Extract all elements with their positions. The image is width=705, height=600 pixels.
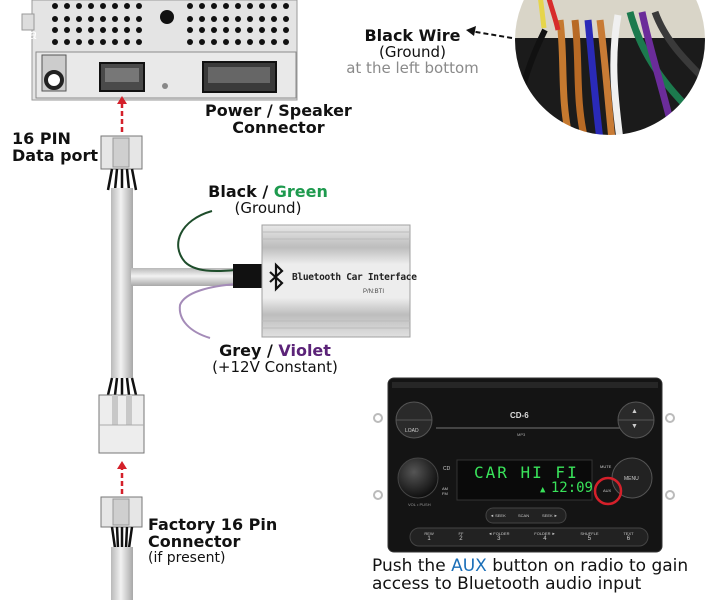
preset-number: 4 [543,536,547,542]
module-part-number: P/N:BTI [363,289,385,295]
preset-label: ◄ FOLDER [488,531,510,536]
radio-down-button[interactable]: ▼ [631,423,638,430]
data-port-label-line2: Data port [12,145,99,165]
antenna-port [44,70,64,90]
instruction-text: Push the AUX button on radio to gain acc… [372,556,689,594]
power-wire [178,283,238,339]
preset-number: 2 [459,536,463,542]
radio-amfm-button[interactable]: AM FM [442,486,448,496]
power-speaker-label-line2: Connector [232,117,325,137]
connect-arrow-bottom [117,461,127,502]
black-wire-note: at the left bottom [346,58,479,77]
radio-menu-button[interactable]: MENU [624,476,639,482]
harness-cable [111,188,133,378]
ground-wire [177,210,236,272]
radio-cd-button[interactable]: CD [443,466,451,472]
watermark: ya [22,26,37,42]
power-speaker-label: Power / Speaker Connector [205,101,352,137]
instruction-line2: access to Bluetooth audio input [372,573,642,594]
power-wire-label: Grey / Violet (+12V Constant) [200,341,350,376]
radio-lcd [456,459,593,501]
lcd-time: ▲ 12:09 [540,480,593,496]
radio-vol-label: VOL • PUSH [408,502,431,507]
preset-number: 1 [427,536,431,542]
ground-wire-title: Black / [208,182,274,201]
instruction-part-b: button on radio to gain [486,556,689,576]
black-wire-title: Black Wire [364,26,461,45]
preset-number: 3 [497,536,501,542]
lcd-line1: CAR HI FI [474,463,579,482]
bluetooth-module [261,224,411,338]
preset-number: 5 [587,536,592,542]
harness-branch [131,268,237,286]
data-port-label: 16 PIN Data port [12,129,99,165]
radio-cd-label: CD-6 [510,411,529,420]
radio-faceplate [373,377,675,553]
power-wire-color: Violet [278,341,331,360]
black-wire-label: Black Wire (Ground) at the left bottom [340,26,485,77]
preset-label: FF [458,531,464,536]
preset-label: REW [424,531,434,536]
factory-connector-line1: Factory 16 Pin [148,515,278,534]
head-unit-chassis [21,0,298,101]
instruction-aux: AUX [451,556,487,576]
black-wire-pointer [466,26,513,39]
ground-wire-sub: (Ground) [234,198,302,217]
vent-holes [52,3,289,45]
radio-brand: MP3 [517,432,526,437]
lcd-time-value: 12:09 [550,480,593,496]
factory-connector [100,496,143,600]
radio-up-button[interactable]: ▲ [631,408,638,415]
ground-wire-label: Black / Green (Ground) [208,182,328,217]
radio-seek-left-button[interactable]: ◄ SEEK [490,513,506,518]
volume-knob [397,457,439,499]
power-wire-sub: (+12V Constant) [212,357,338,376]
bluetooth-icon [269,262,284,292]
ground-wire-color: Green [273,182,328,201]
preset-label: FOLDER ► [534,531,556,536]
power-wire-title: Grey / [219,341,279,360]
preset-label: SHUFFLE [580,531,599,536]
radio-aux-button[interactable]: AUX [603,488,612,493]
preset-number: 6 [626,536,631,542]
black-wire-sub: (Ground) [379,42,446,61]
factory-connector-label: Factory 16 Pin Connector (if present) [148,515,278,566]
radio-seek-right-button[interactable]: SEEK ► [542,513,558,518]
preset-button[interactable]: FOLDER ►4 [534,531,555,542]
module-title: Bluetooth Car Interface [292,272,417,283]
instruction-part-a: Push the [372,556,452,576]
module-cable-boot [233,264,265,288]
connect-arrow-top [117,96,127,132]
data-port-label-line1: 16 PIN [12,129,71,148]
radio-load-button[interactable]: LOAD [405,428,419,434]
radio-scan-button[interactable]: SCAN [518,513,530,518]
radio-mute-button[interactable]: MUTE [600,464,612,469]
preset-label: TEXT [623,531,634,536]
harness-plug-top [100,135,143,191]
harness-plug-bottom [98,377,145,454]
factory-connector-sub: (if present) [148,549,226,566]
aux-highlight-ring [593,476,623,506]
wire-harness-photo-inset [514,0,705,136]
factory-connector-line2: Connector [148,531,241,551]
power-speaker-label-line1: Power / Speaker [205,101,352,120]
